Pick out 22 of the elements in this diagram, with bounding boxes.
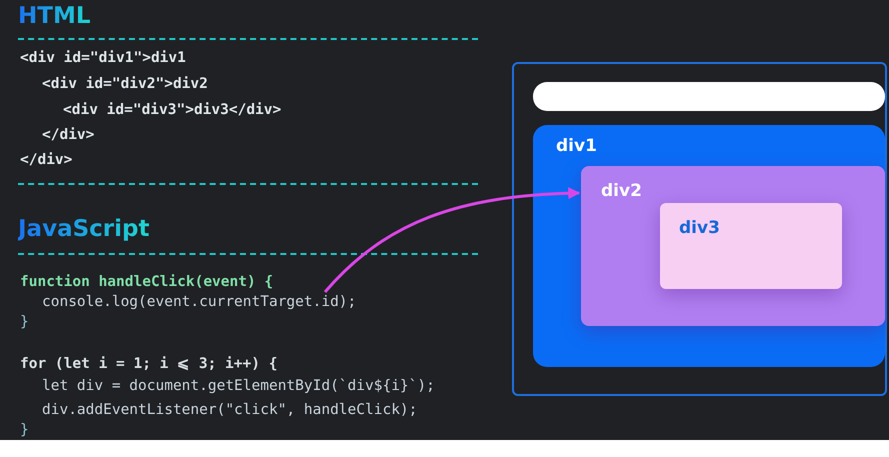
- code-line: }: [20, 421, 29, 440]
- code-line: for (let i = 1; i ⩽ 3; i++) {: [20, 355, 278, 374]
- box-label: div2: [601, 181, 642, 201]
- code-line: <div id="div1">div1: [20, 49, 186, 68]
- code-line: }: [20, 313, 29, 332]
- code-line: console.log(event.currentTarget.id);: [42, 292, 356, 312]
- div-box: [660, 203, 842, 289]
- browser-window: [512, 62, 887, 396]
- box-label: div3: [679, 218, 720, 238]
- code-line: div.addEventListener("click", handleClick);: [42, 401, 418, 420]
- section-heading: JavaScript: [18, 216, 150, 242]
- code-line: <div id="div3">div3</div>: [63, 101, 282, 120]
- code-line: <div id="div2">div2: [42, 75, 208, 94]
- code-line: let div = document.getElementById(`div${i}`);: [42, 377, 435, 396]
- code-line: function handleClick(event) {: [20, 273, 274, 292]
- code-line: </div>: [20, 151, 72, 170]
- box-label: div1: [556, 136, 597, 156]
- div-box: [533, 125, 885, 367]
- address-bar: [533, 82, 885, 111]
- div-box: [581, 166, 885, 326]
- arrow: [324, 187, 580, 294]
- code-line: </div>: [42, 126, 94, 145]
